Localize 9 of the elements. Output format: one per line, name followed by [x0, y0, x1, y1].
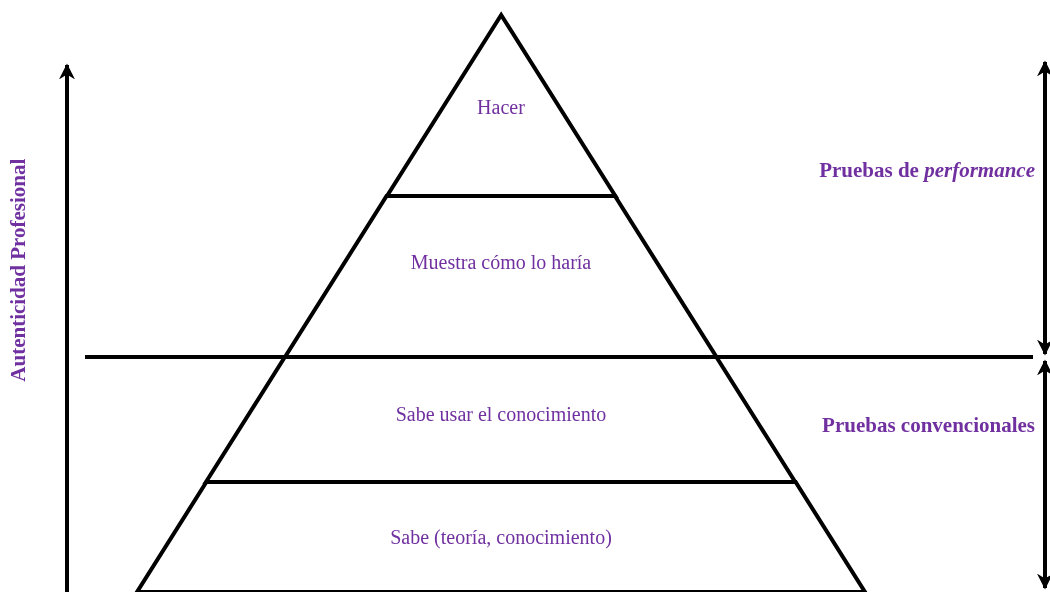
side-label: Pruebas de performance	[818, 157, 1035, 184]
level-text: Hacer	[476, 95, 526, 120]
level-text: Sabe usar el conocimiento	[394, 402, 608, 427]
pyramid-level	[285, 196, 717, 357]
pyramid-level	[137, 482, 865, 592]
axis-label: Autenticidad Profesional	[4, 157, 31, 384]
level-text: Sabe (teoría, conocimiento)	[389, 525, 613, 551]
side-label: Pruebas convencionales	[821, 412, 1035, 439]
level-text: Muestra cómo lo haría	[409, 250, 593, 275]
